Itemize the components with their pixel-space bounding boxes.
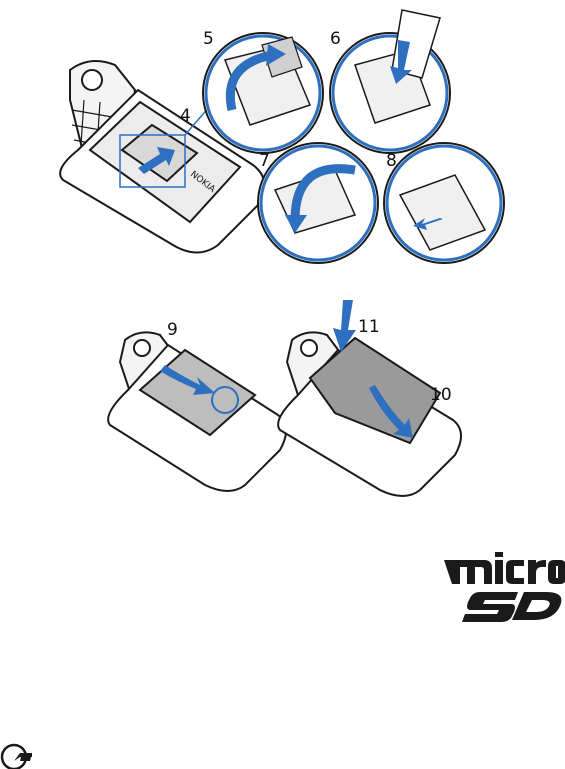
step-label-10: 10 xyxy=(430,385,452,405)
microsd-logo xyxy=(440,552,565,622)
step-label-7: 7 xyxy=(259,151,270,171)
step-label-9: 9 xyxy=(167,320,178,340)
inset-step-5 xyxy=(203,33,323,153)
inset-step-6 xyxy=(330,10,450,153)
step-label-5: 5 xyxy=(203,29,214,49)
phone-cover-close xyxy=(278,332,461,496)
step-label-8: 8 xyxy=(386,151,397,171)
sim-battery-installation-illustration: NOKIA xyxy=(0,0,565,540)
step-label-11: 11 xyxy=(358,317,380,337)
important-icon xyxy=(0,739,40,769)
inset-step-7 xyxy=(258,143,378,263)
phone-battery-insert xyxy=(108,332,286,491)
step-label-4: 4 xyxy=(180,106,191,126)
inset-step-8 xyxy=(384,143,504,263)
step-label-6: 6 xyxy=(330,29,341,49)
